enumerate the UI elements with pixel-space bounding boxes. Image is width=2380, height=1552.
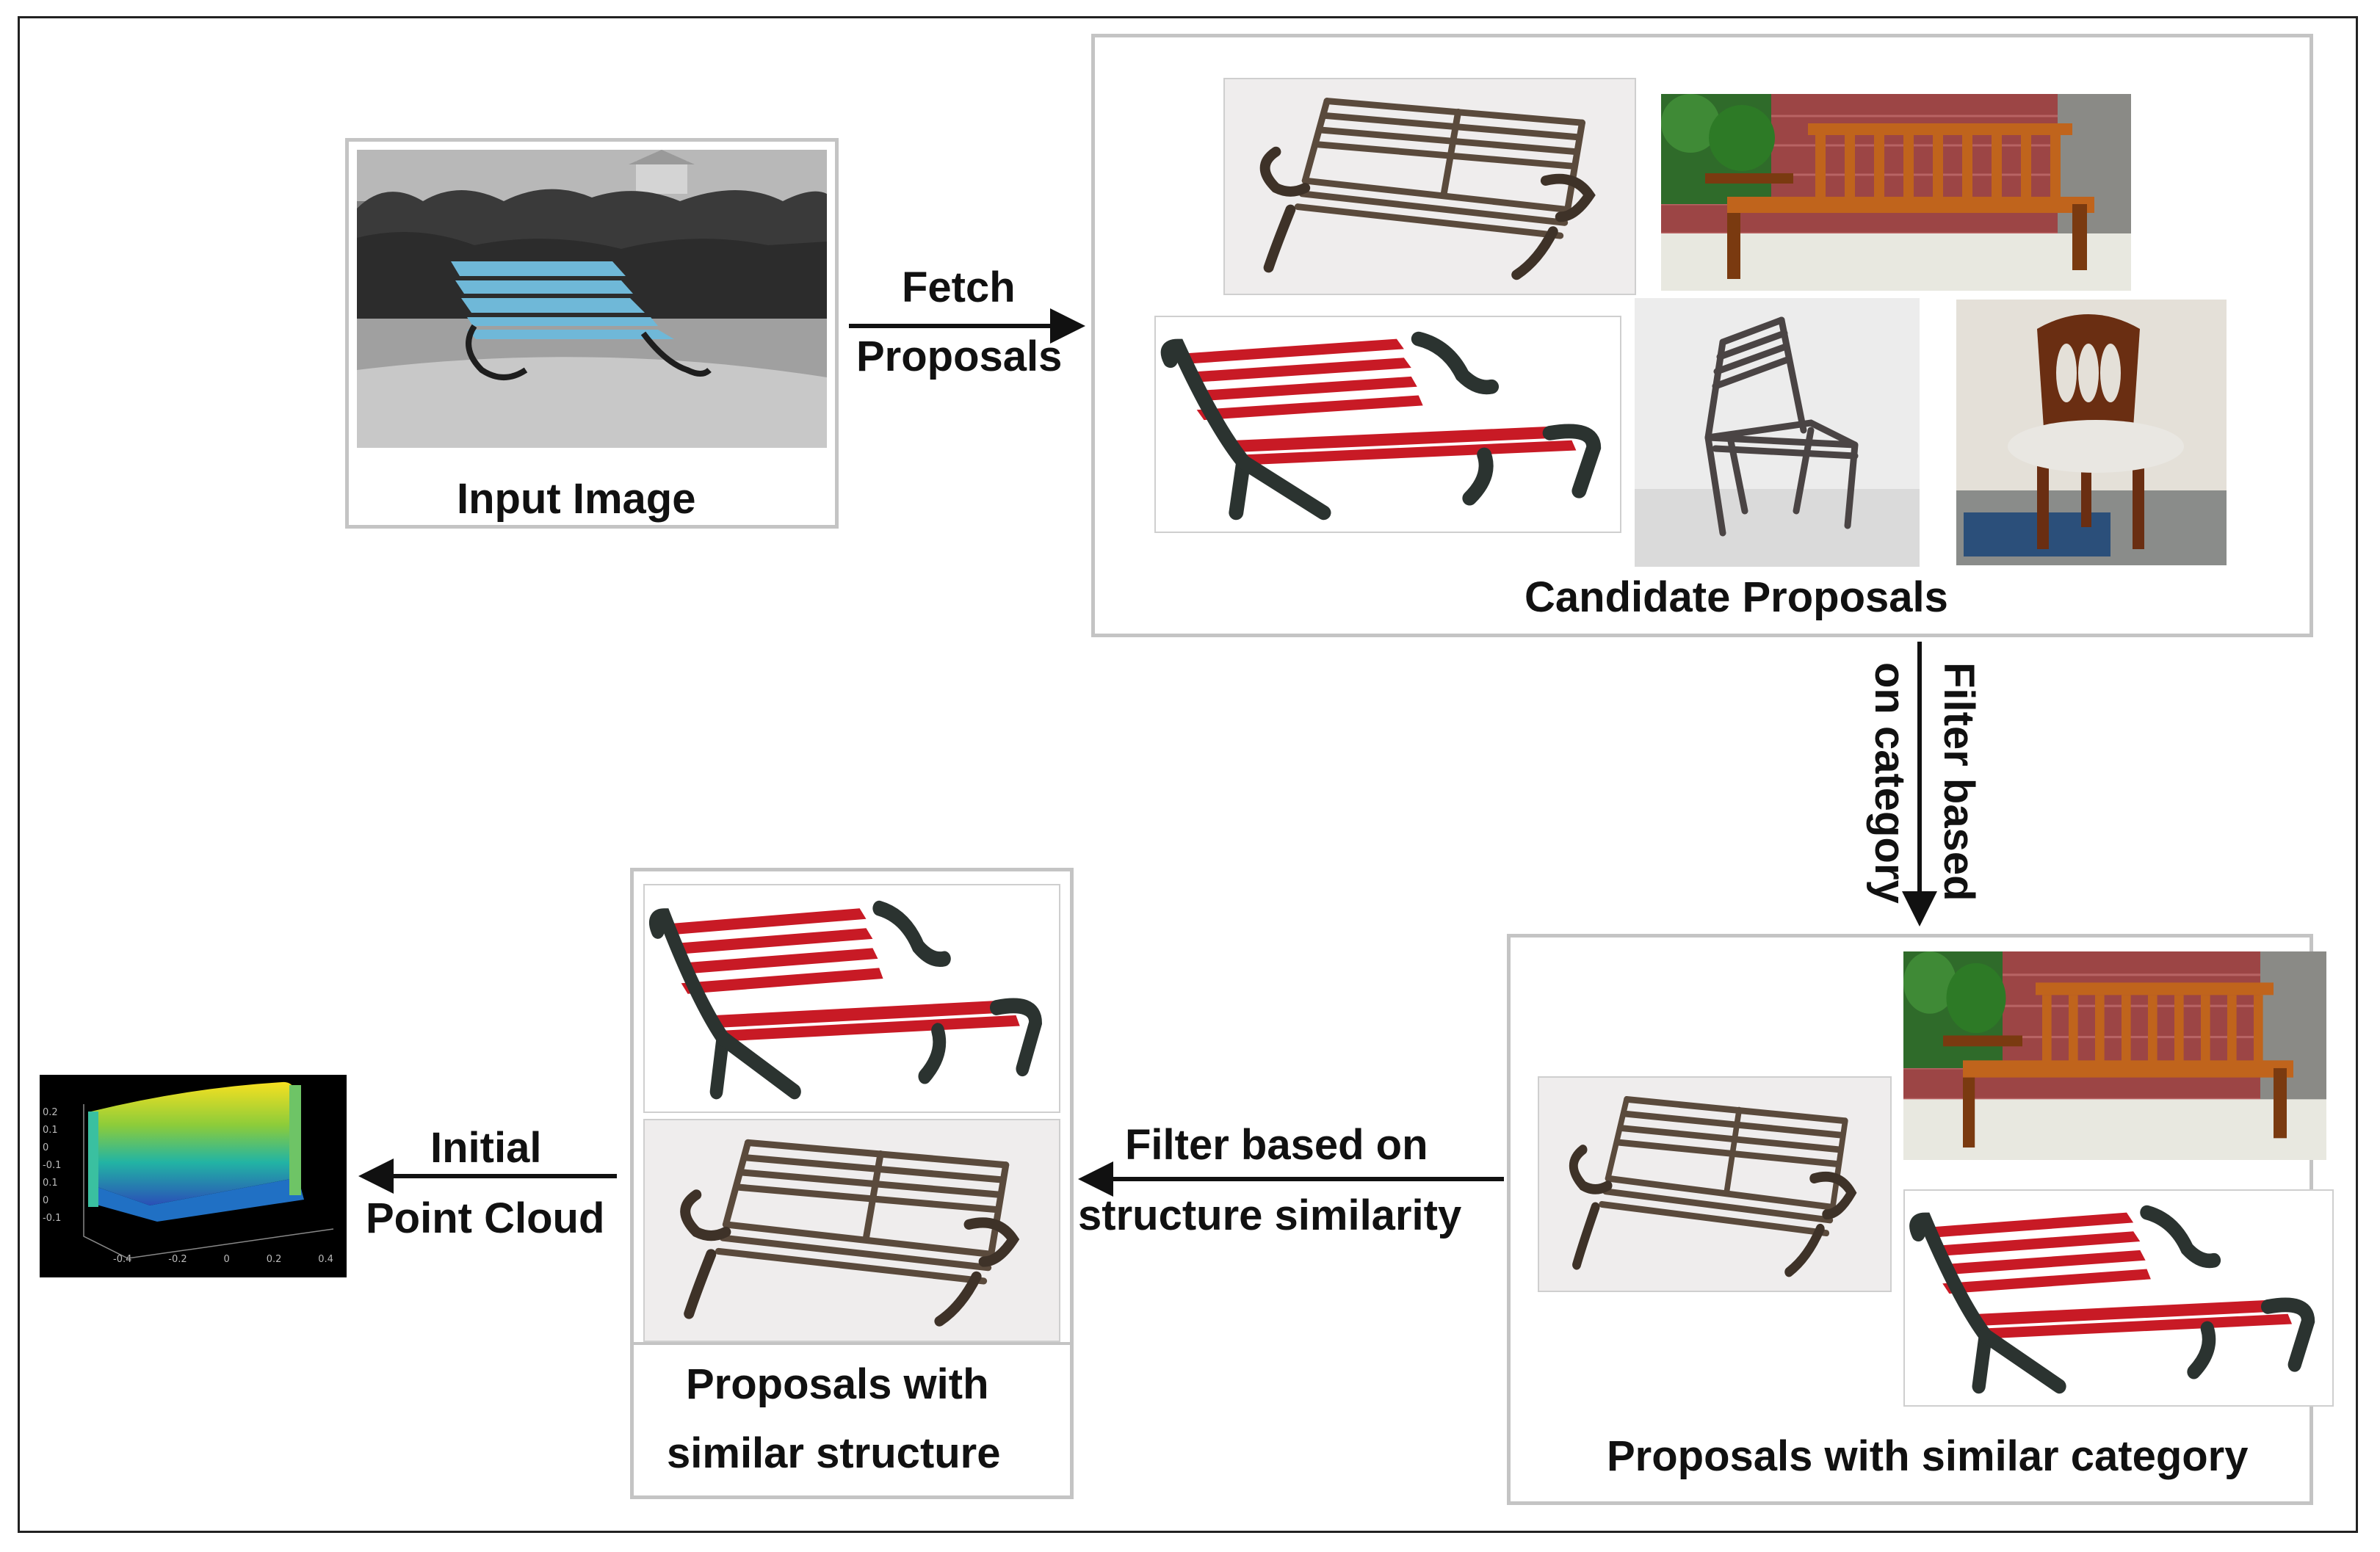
filter-structure-label-line2: structure similarity bbox=[1078, 1192, 1462, 1239]
point-cloud-plot: 0.2 0.1 0 -0.1 0.1 0 -0.1 -0.4 -0.2 0 0.… bbox=[40, 1075, 347, 1277]
y-tick: -0.1 bbox=[43, 1160, 62, 1171]
fetch-label: Fetch bbox=[902, 264, 1016, 311]
filter-structure-label-line1: Filter based on bbox=[1125, 1121, 1428, 1169]
y-tick: 0.2 bbox=[43, 1107, 58, 1118]
filter-category-label-line1: Filter based bbox=[1935, 662, 1983, 902]
category-red-bench-thumbnail bbox=[1903, 1189, 2334, 1407]
candidate-proposals-label: Candidate Proposals bbox=[1524, 573, 1948, 621]
brown-metal-bench-thumbnail bbox=[1223, 78, 1636, 295]
y-tick: 0 bbox=[43, 1195, 49, 1206]
similar-structure-label-line1: Proposals with bbox=[686, 1360, 989, 1408]
red-bench-thumbnail bbox=[1154, 316, 1621, 533]
wooden-chair-thumbnail bbox=[1956, 300, 2227, 565]
x-tick: 0.4 bbox=[318, 1254, 333, 1265]
metal-chair-thumbnail bbox=[1635, 298, 1920, 567]
category-wooden-bench-thumbnail bbox=[1903, 951, 2326, 1160]
category-brown-metal-bench-thumbnail bbox=[1538, 1076, 1892, 1292]
structure-red-bench-thumbnail bbox=[643, 884, 1060, 1113]
y-tick: 0 bbox=[43, 1142, 49, 1153]
wooden-bench-thumbnail bbox=[1661, 94, 2131, 291]
point-cloud-label: Point Cloud bbox=[366, 1194, 605, 1242]
input-image-label: Input Image bbox=[457, 475, 696, 523]
x-tick: -0.4 bbox=[113, 1254, 132, 1265]
structure-brown-metal-bench-thumbnail bbox=[643, 1119, 1060, 1342]
y-tick: -0.1 bbox=[43, 1213, 62, 1224]
y-tick: 0.1 bbox=[43, 1178, 58, 1189]
initial-label: Initial bbox=[430, 1124, 542, 1172]
point-cloud-axis-ticks: 0.2 0.1 0 -0.1 0.1 0 -0.1 bbox=[43, 1104, 61, 1228]
structure-box-divider bbox=[633, 1342, 1071, 1345]
input-image-photo bbox=[357, 150, 827, 448]
point-cloud-x-ticks: -0.4 -0.2 0 0.2 0.4 bbox=[113, 1254, 333, 1265]
similar-category-label: Proposals with similar category bbox=[1607, 1432, 2249, 1480]
similar-structure-label-line2: similar structure bbox=[667, 1429, 1001, 1477]
x-tick: 0 bbox=[223, 1254, 230, 1265]
x-tick: 0.2 bbox=[266, 1254, 282, 1265]
y-tick: 0.1 bbox=[43, 1125, 58, 1136]
filter-category-label-line2: on category bbox=[1866, 662, 1914, 904]
x-tick: -0.2 bbox=[168, 1254, 187, 1265]
proposals-label: Proposals bbox=[856, 333, 1063, 380]
